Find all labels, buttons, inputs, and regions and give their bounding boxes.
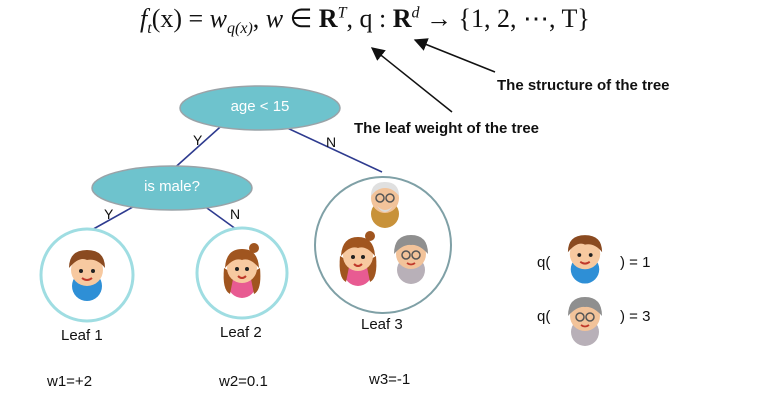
root-no-label: N [326, 134, 337, 150]
leaf-weight-note: The leaf weight of the tree [354, 120, 540, 137]
root-node [179, 85, 341, 131]
formula-t: t [147, 20, 152, 38]
formula-w2: w [265, 4, 284, 33]
formula-q: , q : [346, 4, 393, 33]
leaf1-weight: w1=+2 [47, 373, 93, 390]
formula-qx: q(x) [227, 20, 253, 38]
boy-icon [68, 249, 106, 302]
formula-sep: , [252, 4, 266, 33]
formula-w: w [209, 4, 228, 33]
structure-note: The structure of the tree [497, 77, 670, 94]
root-yes-label: Y [193, 132, 203, 148]
example2-suffix: ) = 3 [620, 308, 651, 325]
formula-d: d [411, 4, 420, 22]
old-man-icon [370, 181, 400, 229]
inner-node [91, 165, 253, 211]
leaf-weight-arrow [370, 47, 453, 113]
formula-arg: (x) = [151, 4, 210, 33]
formula-in: ∈ [283, 4, 319, 33]
structure-arrow [413, 38, 496, 73]
formula-set: → {1, 2, ⋯, T} [419, 4, 590, 33]
leaf1-label: Leaf 1 [61, 327, 103, 344]
formula-T: T [337, 4, 347, 22]
old-woman-icon [393, 234, 429, 285]
edge-inner-yes [87, 202, 141, 233]
example-boy-icon [566, 234, 604, 285]
inner-no-label: N [230, 206, 241, 222]
example1-prefix: q( [537, 254, 551, 271]
formula-R1: R [318, 4, 338, 33]
leaf3-weight: w3=-1 [369, 371, 411, 388]
example-old-woman-icon [567, 296, 603, 347]
inner-node-label: is male? [144, 178, 200, 195]
inner-yes-label: Y [104, 206, 114, 222]
root-node-label: age < 15 [230, 98, 290, 115]
leaf2-label: Leaf 2 [220, 324, 262, 341]
formula-R2: R [392, 4, 412, 33]
leaf3-label: Leaf 3 [361, 316, 403, 333]
edge-root-yes [169, 119, 229, 173]
example2-prefix: q( [537, 308, 551, 325]
formula-f: f [140, 4, 148, 33]
example1-suffix: ) = 1 [620, 254, 651, 271]
leaf2-weight: w2=0.1 [219, 373, 268, 390]
formula: ft(x) = wq(x), w ∈ RT, q : Rd → {1, 2, ⋯… [140, 4, 660, 48]
